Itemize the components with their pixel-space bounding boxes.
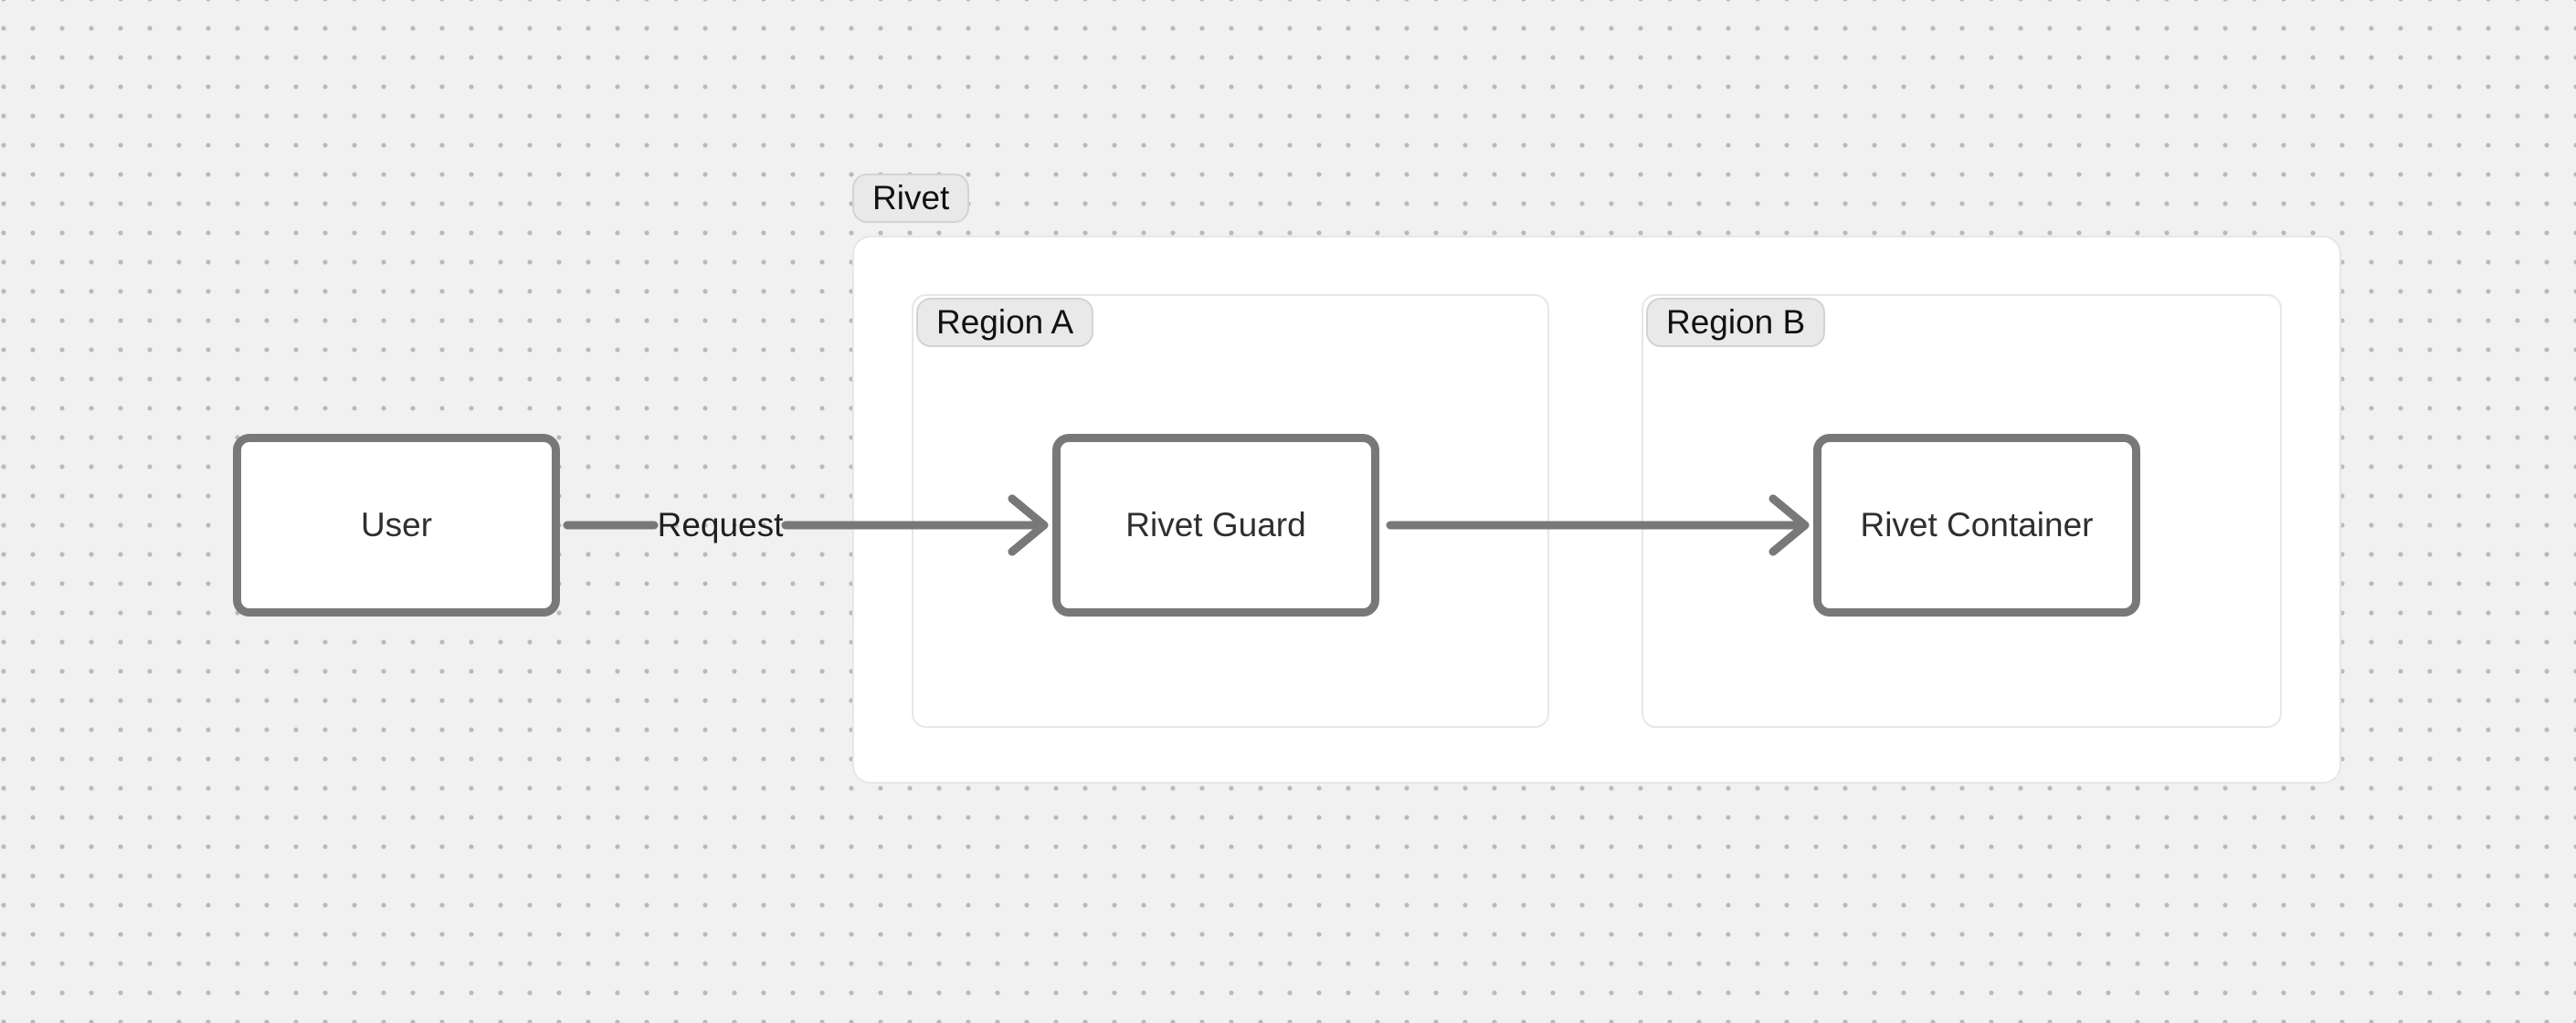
- node-rivet-container: Rivet Container: [1813, 434, 2140, 617]
- edge-label-request: Request: [657, 506, 784, 543]
- edge-guard-to-container: [1386, 494, 1810, 556]
- arrow-head-icon: [1008, 494, 1049, 556]
- edge-user-to-guard: [563, 494, 1049, 556]
- arrow-head-icon: [1768, 494, 1810, 556]
- group-label-rivet: Rivet: [852, 174, 970, 223]
- group-label-region-b: Region B: [1646, 298, 1826, 347]
- node-rivet-guard: Rivet Guard: [1052, 434, 1379, 617]
- node-user: User: [233, 434, 560, 617]
- group-label-region-a: Region A: [916, 298, 1094, 347]
